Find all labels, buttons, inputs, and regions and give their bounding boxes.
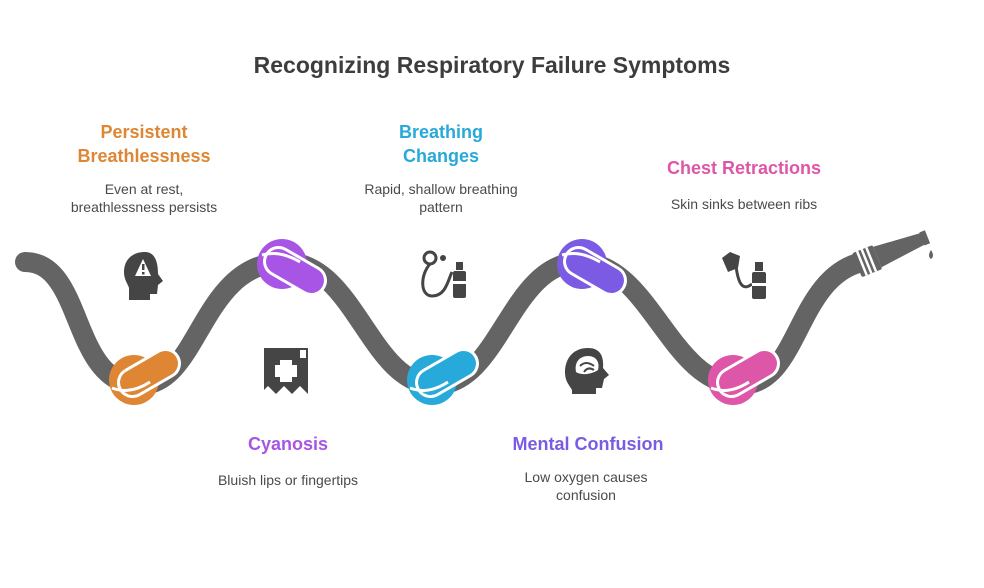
droplet-icon	[929, 250, 933, 259]
brain-head-icon	[565, 348, 609, 394]
diagram-title: Recognizing Respiratory Failure Symptoms	[253, 52, 731, 78]
nozzle-icon	[852, 230, 931, 277]
knot-pink	[708, 348, 780, 405]
knot-blue	[407, 348, 479, 405]
knot-orange	[109, 348, 181, 405]
medical-bag-icon	[264, 348, 308, 394]
step-title-chest-retractions: Chest Retractions	[666, 158, 822, 178]
step-title-mental-confusion: Mental Confusion	[512, 434, 664, 454]
step-desc-persistent-breathlessness: Even at rest, breathlessness persists	[70, 181, 218, 215]
step-title-persistent-breathlessness: Persistent Breathlessness	[77, 122, 211, 166]
step-desc-mental-confusion: Low oxygen causes confusion	[524, 469, 648, 503]
respiratory-equipment-icon	[421, 250, 466, 298]
knot-purple	[257, 239, 327, 296]
step-desc-breathing-changes: Rapid, shallow breathing pattern	[364, 181, 518, 215]
knot-violet	[557, 239, 627, 296]
step-desc-chest-retractions: Skin sinks between ribs	[670, 196, 818, 212]
step-title-cyanosis: Cyanosis	[247, 434, 329, 454]
step-desc-cyanosis: Bluish lips or fingertips	[217, 472, 359, 488]
warning-head-icon	[124, 252, 163, 300]
oxygen-mask-icon	[722, 252, 766, 299]
step-title-breathing-changes: Breathing Changes	[398, 122, 483, 166]
